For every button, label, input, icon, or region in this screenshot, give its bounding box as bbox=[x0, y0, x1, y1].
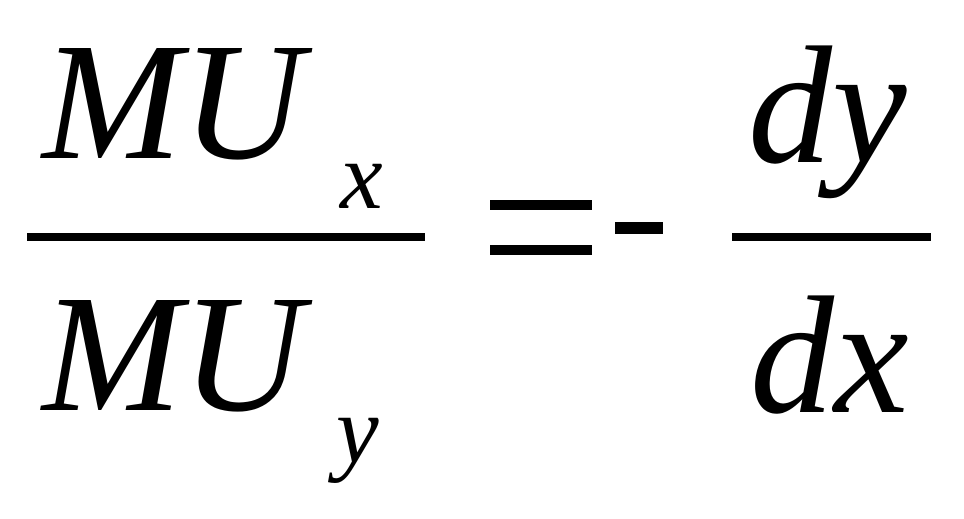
equals-top-line bbox=[490, 200, 592, 210]
minus-line bbox=[615, 222, 663, 234]
right-numerator: dy bbox=[748, 13, 907, 199]
operator-text: =- bbox=[485, 195, 486, 196]
left-denominator-subscript: y bbox=[336, 376, 379, 483]
right-denominator: dx bbox=[750, 263, 909, 449]
left-denominator-base: MU bbox=[42, 261, 304, 447]
left-fraction-bar bbox=[27, 233, 425, 241]
equals-bottom-line bbox=[490, 245, 592, 255]
left-numerator-subscript: x bbox=[340, 122, 383, 229]
right-fraction-bar bbox=[732, 233, 931, 241]
left-numerator-base: MU bbox=[42, 9, 304, 195]
operator: =- bbox=[485, 195, 665, 265]
